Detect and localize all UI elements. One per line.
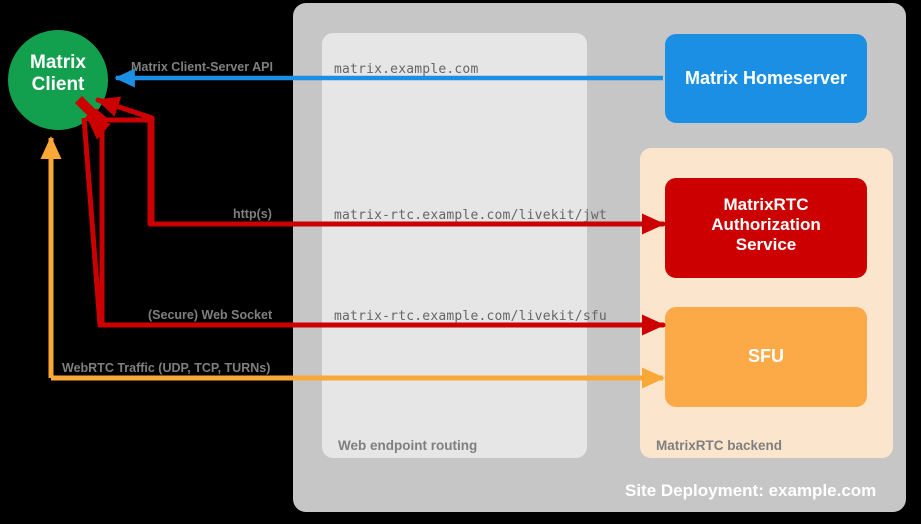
site-deployment-caption: Site Deployment: example.com [625, 481, 877, 500]
panel-caption-matrixrtc-backend: MatrixRTC backend [656, 438, 783, 453]
connection-label-secure-web-socket: (Secure) Web Socket [148, 308, 273, 322]
endpoint-label-livekit-sfu: matrix-rtc.example.com/livekit/sfu [334, 309, 607, 324]
node-matrixrtc-authorization-service[interactable] [665, 178, 867, 278]
connection-label-webrtc-traffic: WebRTC Traffic (UDP, TCP, TURNs) [62, 361, 271, 375]
node-sfu[interactable] [665, 307, 867, 407]
connection-label-https: http(s) [233, 207, 272, 221]
arrow-secure-web-socket-elbow [85, 115, 666, 328]
panel-caption-web-endpoint-routing: Web endpoint routing [338, 438, 478, 453]
arrow-https-jwt-elbow [95, 96, 666, 227]
endpoint-label-livekit-jwt: matrix-rtc.example.com/livekit/jwt [334, 208, 607, 223]
node-matrix-homeserver[interactable] [665, 34, 867, 123]
endpoint-label-matrix-example-com: matrix.example.com [334, 62, 479, 77]
arrow-webrtc-traffic [40, 135, 666, 389]
panel-web-endpoint-routing [322, 33, 587, 458]
connection-label-matrix-client-server-api: Matrix Client-Server API [131, 60, 273, 74]
